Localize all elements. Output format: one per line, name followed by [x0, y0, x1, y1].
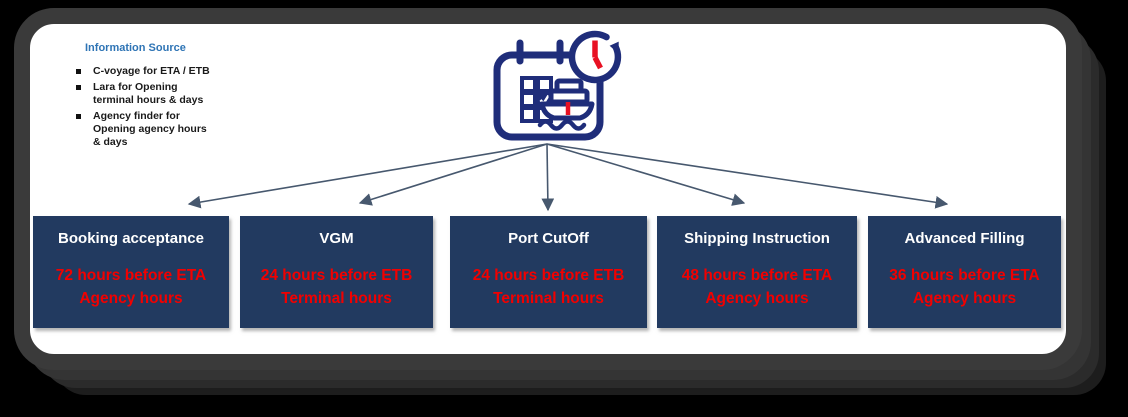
milestone-title: Booking acceptance: [58, 230, 204, 247]
arrow-to-vgm: [358, 143, 548, 206]
arrow-to-booking: [187, 143, 548, 209]
calendar-ship-clock-icon: [493, 30, 622, 141]
milestone-title: VGM: [319, 230, 354, 247]
milestone-hours: Terminal hours: [281, 290, 392, 307]
arrow-to-shipping-instruction: [546, 143, 746, 206]
milestone-hours: Agency hours: [705, 290, 809, 307]
info-source-item: Lara for Opening terminal hours & days: [62, 81, 272, 107]
milestone-deadline: 48 hours before ETA: [681, 267, 833, 284]
milestone-title: Shipping Instruction: [684, 230, 830, 247]
milestone-deadline: 72 hours before ETA: [55, 267, 207, 284]
milestone-box-advanced-filling: Advanced Filling 36 hours before ETA Age…: [868, 216, 1061, 328]
milestone-hours: Agency hours: [912, 290, 1017, 307]
milestone-box-shipping-instruction: Shipping Instruction 48 hours before ETA…: [657, 216, 857, 328]
milestone-box-port-cutoff: Port CutOff 24 hours before ETB Terminal…: [450, 216, 647, 328]
milestone-deadline: 24 hours before ETB: [472, 267, 625, 284]
milestone-hours: Terminal hours: [493, 290, 604, 307]
milestone-deadline: 36 hours before ETA: [889, 267, 1040, 284]
milestone-title: Port CutOff: [508, 230, 589, 247]
arrow-to-advanced-filling: [546, 143, 949, 209]
milestone-deadline: 24 hours before ETB: [260, 267, 413, 284]
milestone-box-vgm: VGM 24 hours before ETB Terminal hours: [240, 216, 433, 328]
milestone-hours: Agency hours: [79, 290, 183, 307]
info-source-item: C-voyage for ETA / ETB: [62, 65, 272, 78]
arrow-to-portcutoff: [541, 143, 555, 212]
info-source-title: Information Source: [85, 42, 186, 54]
info-source-item: Agency finder for Opening agency hours &…: [62, 110, 272, 149]
milestone-box-booking-acceptance: Booking acceptance 72 hours before ETA A…: [33, 216, 229, 328]
info-source-list: C-voyage for ETA / ETB Lara for Opening …: [62, 65, 272, 149]
milestone-title: Advanced Filling: [904, 230, 1025, 247]
info-source-panel: Information Source C-voyage for ETA / ET…: [62, 42, 272, 152]
